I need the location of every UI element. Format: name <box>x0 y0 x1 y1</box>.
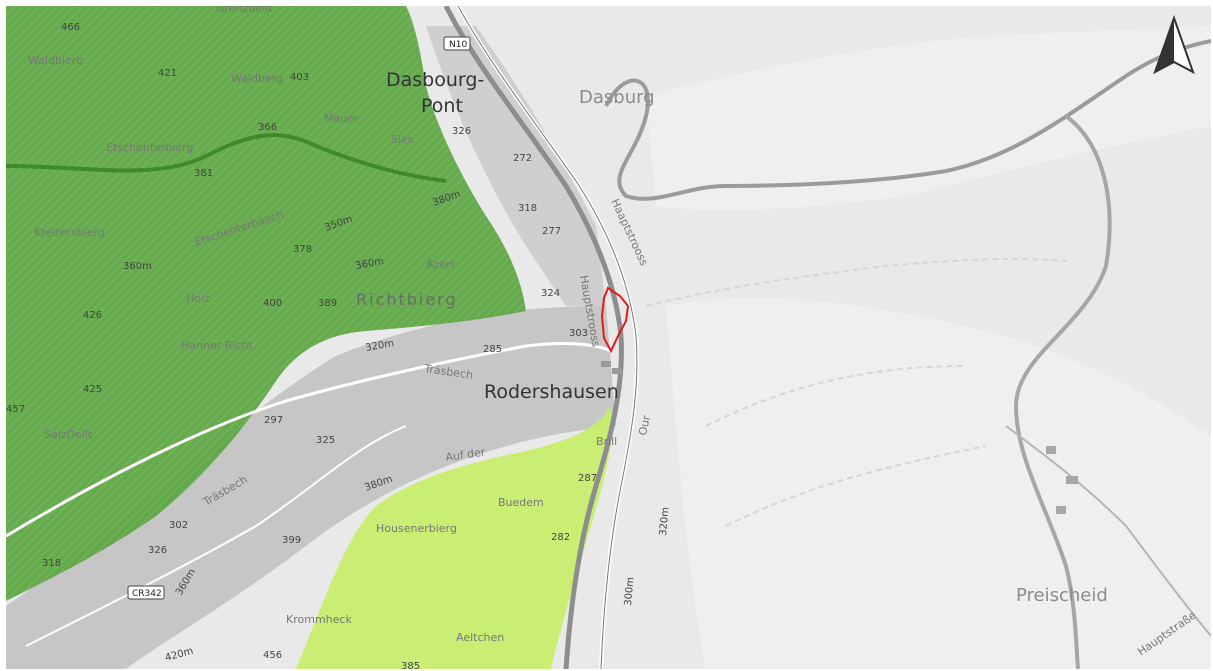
elevation-label: 457 <box>6 404 25 415</box>
building <box>1066 476 1078 484</box>
contour-label: 320m <box>365 338 395 354</box>
locality-azert: Azert <box>426 258 456 271</box>
road-shield-cr342 <box>127 585 165 600</box>
regional-road-east <box>1013 114 1112 669</box>
locality-grenzdellt: Grenzdellt <box>216 6 273 15</box>
locality-buedem: Buedem <box>498 496 544 509</box>
elevation-label: 426 <box>83 310 102 321</box>
elevation-label: 285 <box>483 344 502 355</box>
elevation-label: 282 <box>551 532 570 543</box>
locality-hanner-richt: Hanner Richt <box>181 339 253 352</box>
locality-aeltchen: Aeltchen <box>456 631 504 644</box>
river-our <box>443 6 624 669</box>
place-label-dasburg: Dasburg <box>579 87 655 108</box>
locality-krommheck: Krommheck <box>286 613 352 626</box>
place-label-richtbierg: Richtbierg <box>356 290 458 309</box>
elevation-label: 385 <box>401 661 420 669</box>
locality-waldberg: Waldberg <box>231 72 283 85</box>
place-label-dasbourg: Dasbourg- <box>386 69 484 91</box>
forest-track <box>6 133 447 183</box>
map-svg[interactable]: N10 CR342 Dasbourg- Pont Dasburg Rodersh… <box>6 6 1211 669</box>
road-shield-n10-label: N10 <box>449 40 467 50</box>
elevation-label: 456 <box>263 650 282 661</box>
main-road-east-bank-edge <box>457 6 638 669</box>
elevation-label: 400 <box>263 298 282 309</box>
contour-label: 360m <box>123 261 152 272</box>
elevation-label: 366 <box>258 122 277 133</box>
elevation-label: 403 <box>290 72 309 83</box>
road-cr342 <box>25 425 407 647</box>
elevation-label: 324 <box>541 288 560 299</box>
elevation-label: 297 <box>264 415 283 426</box>
building <box>601 361 611 367</box>
elevation-label: 425 <box>83 384 102 395</box>
locality-holz: Holz <box>186 292 210 305</box>
local-road-east <box>1005 425 1211 637</box>
elevation-label: 303 <box>569 328 588 339</box>
trail <box>645 257 1067 307</box>
road-trasbech <box>6 342 612 538</box>
building <box>1046 446 1056 454</box>
elevation-label: 302 <box>169 520 188 531</box>
locality-mauer: Mauer <box>324 112 359 125</box>
locality-auf-der: Auf der <box>445 445 487 464</box>
building <box>1056 506 1066 514</box>
elevation-label: 389 <box>318 298 337 309</box>
north-arrow-icon[interactable] <box>1149 14 1199 78</box>
place-label-rodershausen: Rodershausen <box>484 381 619 403</box>
river-dasburg <box>604 39 1211 201</box>
place-label-preischeid: Preischeid <box>1016 585 1108 606</box>
terrain-light-area <box>646 26 1211 211</box>
elevation-label: 378 <box>293 244 312 255</box>
elevation-label: 277 <box>542 226 561 237</box>
map-canvas[interactable]: N10 CR342 Dasbourg- Pont Dasburg Rodersh… <box>6 6 1211 669</box>
terrain-slope <box>426 26 606 306</box>
elevation-label: 326 <box>452 126 471 137</box>
elevation-label: 466 <box>61 22 80 33</box>
forest-zone-texture <box>6 6 526 601</box>
place-label-dasbourg-pont: Pont <box>421 95 463 117</box>
elevation-label: 272 <box>513 153 532 164</box>
locality-housenerbierg: Housenerbierg <box>376 522 457 535</box>
building <box>612 368 622 374</box>
locality-etschenterbierg: Etschenterbierg <box>106 141 193 154</box>
river-label-our: Our <box>636 414 653 437</box>
contour-label: 360m <box>355 256 385 272</box>
contour-label: 300m <box>623 577 636 607</box>
elevation-label: 326 <box>148 545 167 556</box>
locality-salzdellt: SalzDellt <box>44 428 93 441</box>
locality-waldbierg: Waldbierg <box>28 54 83 67</box>
locality-brill: Brill <box>596 435 617 448</box>
elevation-label: 318 <box>42 558 61 569</box>
road-shield-cr342-label: CR342 <box>132 589 162 599</box>
contour-label: 320m <box>658 507 671 537</box>
locality-kreitersbierg: Kreitersbierg <box>34 226 105 239</box>
elevation-label: 421 <box>158 68 177 79</box>
trail <box>725 445 987 527</box>
elevation-label: 325 <box>316 435 335 446</box>
terrain-light-area <box>666 297 1211 669</box>
trail <box>705 365 967 427</box>
elevation-label: 318 <box>518 203 537 214</box>
selected-parcel[interactable] <box>600 286 630 354</box>
elevation-label: 399 <box>282 535 301 546</box>
light-green-zone <box>296 406 613 669</box>
elevation-label: 287 <box>578 473 597 484</box>
road-shield-n10 <box>443 36 471 51</box>
locality-sies: Sies <box>391 133 414 146</box>
elevation-label: 381 <box>194 168 213 179</box>
